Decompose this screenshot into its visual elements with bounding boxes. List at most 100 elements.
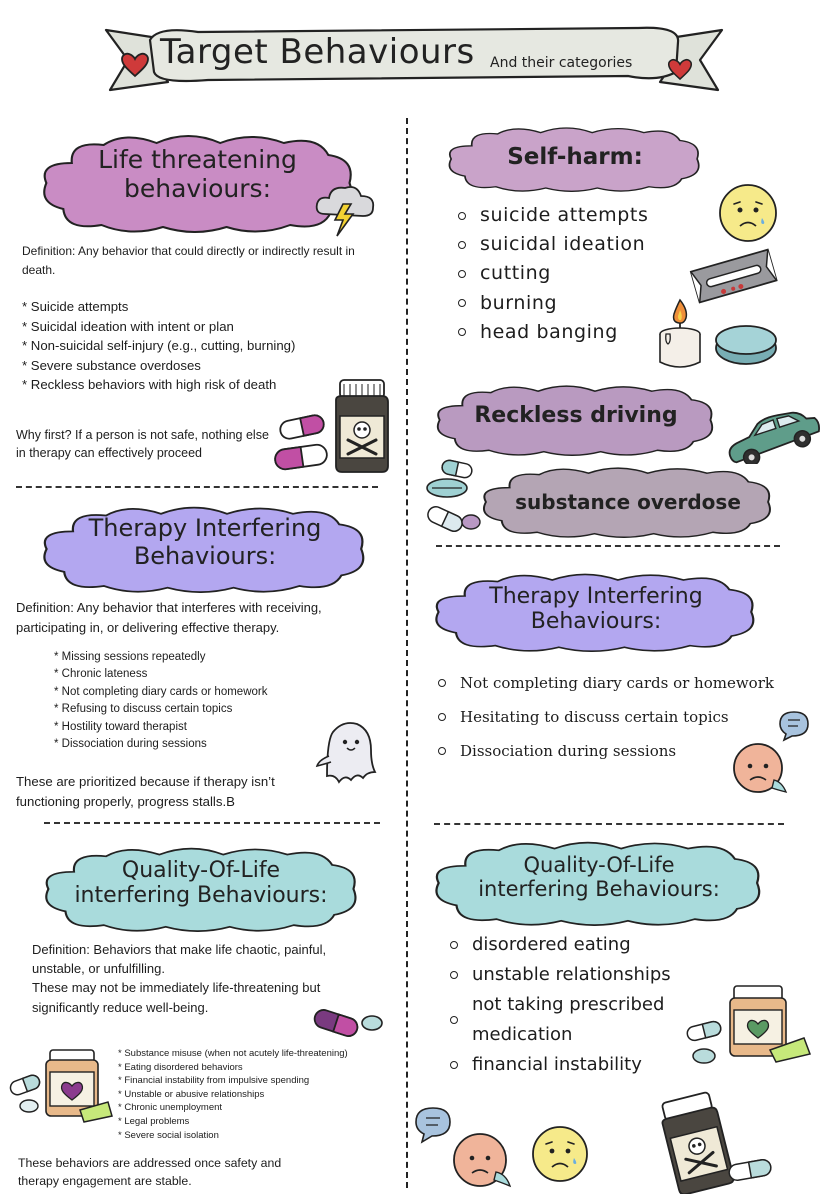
life-title-line1: Life threatening: [98, 145, 297, 174]
quality-definition-2: These may not be immediately life-threat…: [32, 980, 321, 1015]
pill-icon: [728, 1158, 772, 1182]
sad-face-icon: [532, 1126, 588, 1182]
therapy-list: Missing sessions repeatedly Chronic late…: [54, 649, 354, 753]
list-item: Suicide attempts: [22, 297, 382, 317]
list-item: Unstable or abusive relationships: [118, 1088, 393, 1102]
list-item: Hesitating to discuss certain topics: [436, 700, 786, 734]
quality-title-line2: interfering Behaviours:: [74, 883, 328, 909]
quality-title-line1: Quality-Of-Life: [121, 858, 281, 883]
quality-right-list: disordered eating unstable relationships…: [448, 930, 703, 1080]
life-title: Life threatening behaviours:: [60, 145, 335, 204]
quality-definition: Definition: Behaviors that make life cha…: [32, 940, 377, 1017]
pill-icon: [19, 1099, 39, 1113]
list-item: Eating disordered behaviors: [118, 1061, 393, 1075]
therapy-title-line2: Behaviours:: [133, 541, 277, 570]
pill-icon: [461, 514, 481, 530]
list-item: Not completing diary cards or homework: [54, 684, 354, 701]
section-divider: [434, 823, 784, 825]
list-item: Severe substance overdoses: [22, 356, 382, 376]
list-item: Refusing to discuss certain topics: [54, 701, 354, 718]
list-item: Legal problems: [118, 1115, 393, 1129]
title-banner: Target Behaviours And their categories: [98, 10, 730, 106]
list-item: disordered eating: [448, 930, 703, 960]
pill-icon: [426, 478, 468, 498]
pill-bottle-icon: [729, 985, 812, 1063]
therapy-note: These are prioritized because if therapy…: [16, 774, 275, 809]
reckless-title: Reckless driving: [474, 403, 678, 428]
pill-icon: [441, 459, 473, 479]
pill-icon: [692, 1048, 716, 1064]
list-item: Not completing diary cards or homework: [436, 666, 786, 700]
pill-bottle-icon: [45, 1049, 113, 1123]
heart-icon: [121, 52, 149, 78]
sad-face-icon: [719, 184, 777, 242]
list-item: Chronic lateness: [54, 666, 354, 683]
pill-icon: [313, 1009, 359, 1037]
list-item: Chronic unemployment: [118, 1101, 393, 1115]
list-item: not taking prescribed medication: [448, 990, 703, 1050]
pill-icon: [686, 1020, 722, 1042]
list-item: Missing sessions repeatedly: [54, 649, 354, 666]
therapy-right-title-line1: Therapy Interfering: [489, 584, 703, 609]
quality-list: Substance misuse (when not acutely life-…: [118, 1047, 393, 1142]
pill-icon: [9, 1074, 41, 1096]
pill-icon: [361, 1015, 383, 1031]
overdose-title: substance overdose: [515, 490, 741, 514]
list-item: Dissociation during sessions: [436, 734, 786, 768]
banner-subtitle: And their categories: [490, 55, 633, 71]
quality-right-title-line1: Quality-Of-Life: [523, 853, 675, 877]
pill-icon: [279, 414, 325, 440]
quality-right-title-line2: interfering Behaviours:: [478, 877, 720, 902]
list-item: Substance misuse (when not acutely life-…: [118, 1047, 393, 1061]
section-divider: [16, 486, 378, 488]
section-divider: [436, 545, 780, 547]
list-item: Suicidal ideation with intent or plan: [22, 317, 382, 337]
candle-icon: [659, 298, 701, 368]
list-item: suicidal ideation: [456, 230, 676, 259]
quality-note: These behaviors are addressed once safet…: [18, 1156, 282, 1188]
therapy-right-title-line2: Behaviours:: [530, 609, 662, 635]
list-item: Financial instability from impulsive spe…: [118, 1074, 393, 1088]
list-item: head banging: [456, 318, 676, 347]
pill-icon: [427, 506, 463, 532]
therapy-definition: Definition: Any behavior that interferes…: [16, 600, 322, 635]
list-item: Dissociation during sessions: [54, 736, 354, 753]
life-why: Why first? If a person is not safe, noth…: [16, 428, 269, 460]
razor-blade-icon: [689, 248, 778, 304]
car-icon: [728, 411, 820, 464]
speech-bubble-icon: [779, 711, 809, 742]
sad-face-icon: [453, 1133, 512, 1188]
therapy-title: Therapy Interfering Behaviours:: [60, 514, 350, 570]
list-item: Reckless behaviors with high risk of dea…: [22, 375, 382, 395]
list-item: burning: [456, 289, 676, 318]
life-list: Suicide attempts Suicidal ideation with …: [22, 297, 382, 395]
list-item: financial instability: [448, 1050, 703, 1080]
list-item: Hostility toward therapist: [54, 719, 354, 736]
selfharm-title: Self-harm:: [507, 144, 643, 170]
ghost-icon: [315, 722, 377, 784]
pill-icon: [715, 325, 777, 365]
quality-title: Quality-Of-Life interfering Behaviours:: [58, 858, 344, 909]
quality-definition-1: Definition: Behaviors that make life cha…: [32, 942, 327, 977]
pill-bottle-icon: [661, 1091, 735, 1194]
life-definition: Definition: Any behavior that could dire…: [22, 244, 355, 277]
therapy-right-list: Not completing diary cards or homework H…: [436, 666, 786, 768]
list-item: cutting: [456, 259, 676, 288]
section-divider: [44, 822, 380, 824]
quality-right-title: Quality-Of-Life interfering Behaviours:: [448, 853, 750, 901]
center-divider: [406, 118, 408, 1188]
sad-face-icon: [733, 743, 788, 794]
therapy-right-title: Therapy Interfering Behaviours:: [448, 584, 744, 635]
storm-cloud-icon: [315, 186, 375, 237]
pill-icon: [274, 443, 328, 471]
speech-bubble-icon: [415, 1107, 451, 1144]
banner-title: Target Behaviours: [160, 32, 475, 72]
list-item: suicide attempts: [456, 201, 676, 230]
heart-icon: [667, 58, 693, 81]
life-title-line2: behaviours:: [123, 173, 272, 203]
therapy-title-line1: Therapy Interfering: [88, 514, 322, 542]
pill-bottle-icon: [335, 379, 389, 473]
list-item: Non-suicidal self-injury (e.g., cutting,…: [22, 336, 382, 356]
list-item: Severe social isolation: [118, 1129, 393, 1143]
list-item: unstable relationships: [448, 960, 703, 990]
